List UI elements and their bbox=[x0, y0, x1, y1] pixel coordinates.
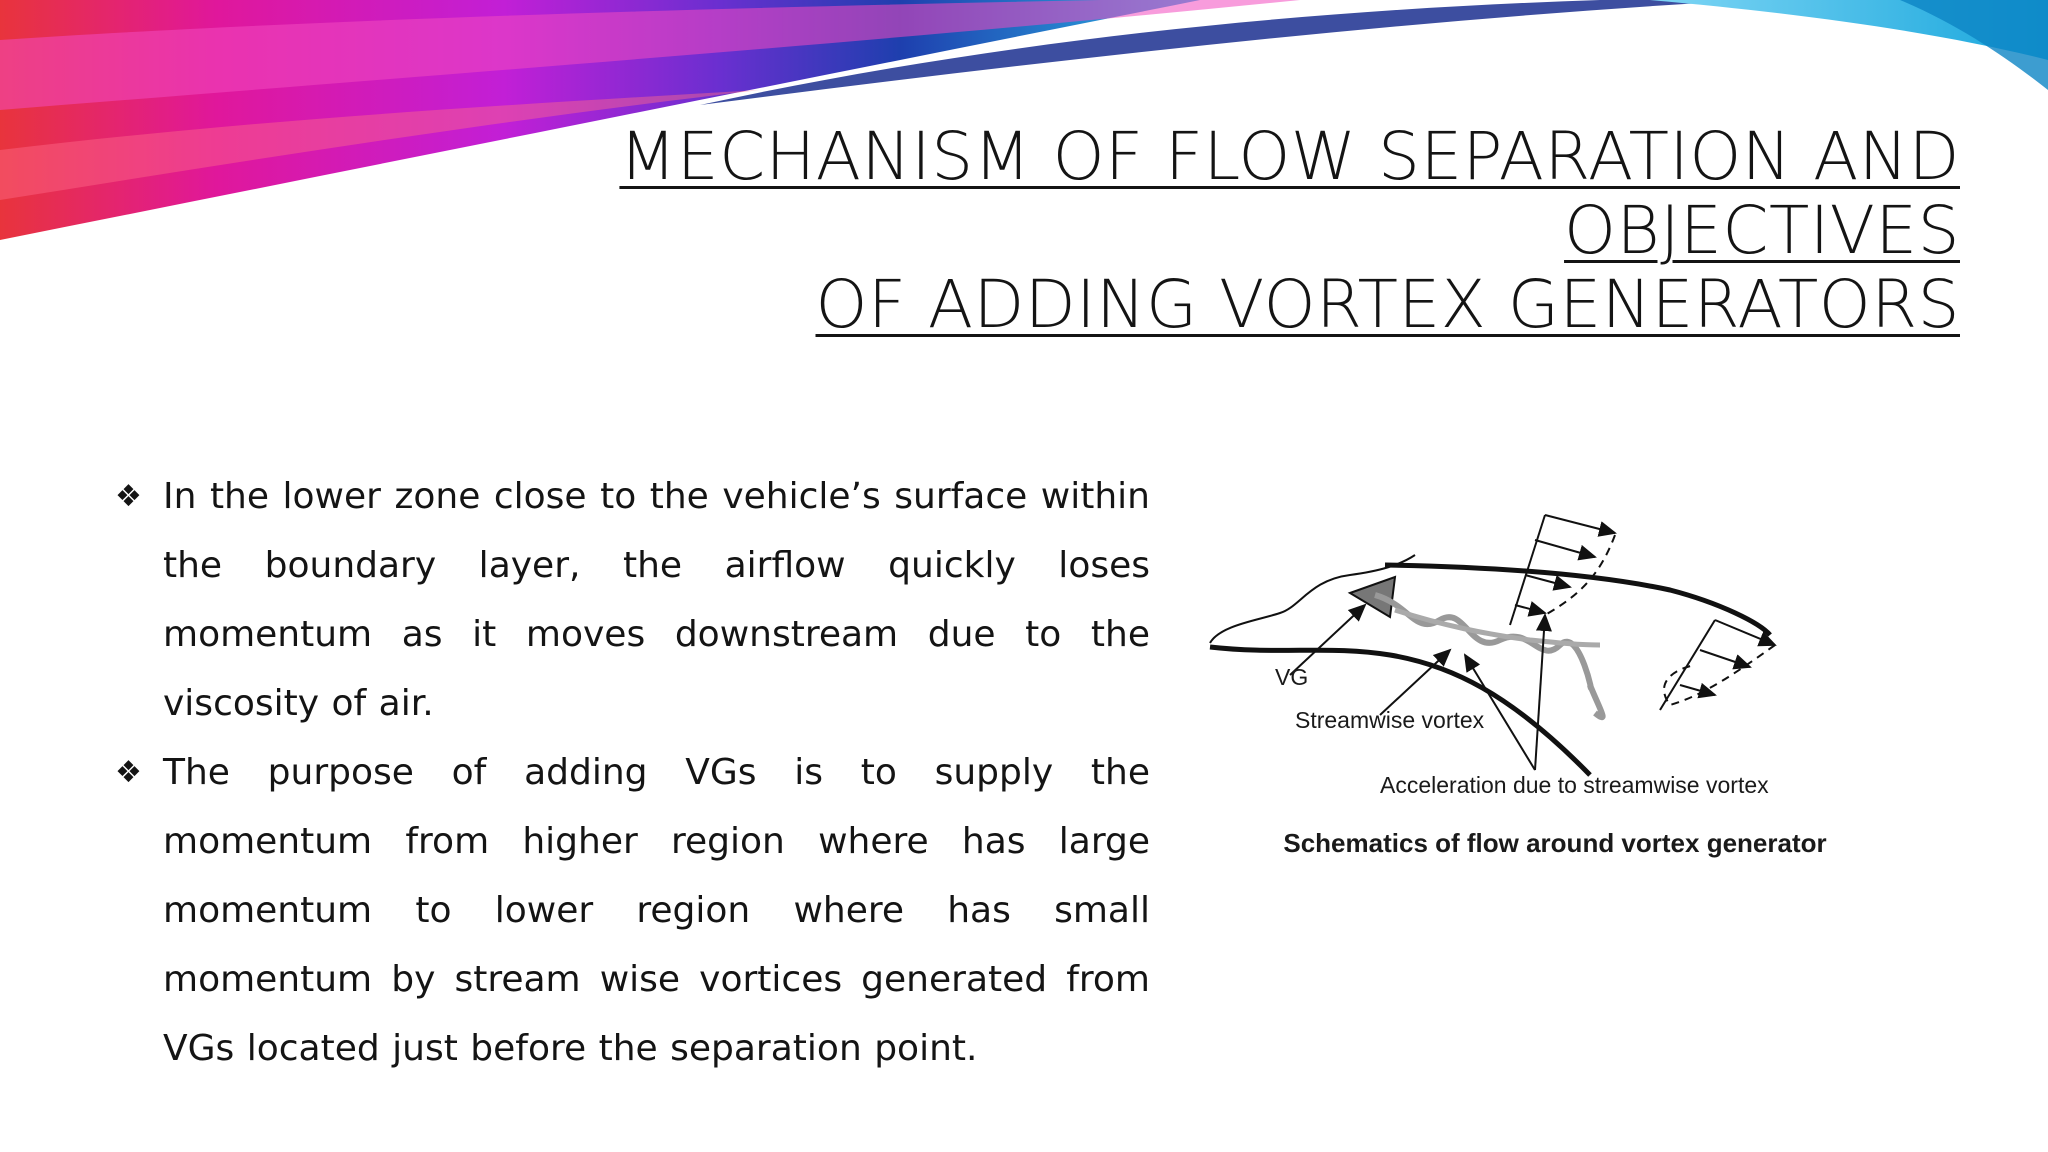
decorative-swoosh bbox=[0, 0, 2048, 240]
bullet-list: ❖ In the lower zone close to the vehicle… bbox=[115, 462, 1150, 1083]
diamond-bullet-icon: ❖ bbox=[115, 479, 142, 514]
bullet-text: In the lower zone close to the vehicle’s… bbox=[163, 476, 1150, 724]
vortex-generator-schematic: VG Streamwise vortex Acceleration due to… bbox=[1200, 495, 1830, 875]
title-line-3: OF ADDING VORTEX GENERATORS bbox=[815, 266, 1960, 343]
bullet-item: ❖ In the lower zone close to the vehicle… bbox=[115, 462, 1150, 738]
figure-caption: Schematics of flow around vortex generat… bbox=[1283, 828, 1827, 858]
title-line-1: MECHANISM OF FLOW SEPARATION AND bbox=[619, 118, 1960, 195]
title-line-2: OBJECTIVES bbox=[1564, 192, 1960, 269]
bullet-item: ❖ The purpose of adding VGs is to supply… bbox=[115, 738, 1150, 1083]
label-vg: VG bbox=[1275, 664, 1308, 690]
schematic-drawing: VG Streamwise vortex Acceleration due to… bbox=[1209, 514, 1777, 798]
slide-title: MECHANISM OF FLOW SEPARATION AND OBJECTI… bbox=[460, 120, 1960, 342]
diamond-bullet-icon: ❖ bbox=[115, 755, 142, 790]
label-acceleration: Acceleration due to streamwise vortex bbox=[1380, 772, 1769, 798]
label-streamwise-vortex: Streamwise vortex bbox=[1295, 707, 1485, 733]
bullet-text: The purpose of adding VGs is to supply t… bbox=[163, 752, 1150, 1069]
